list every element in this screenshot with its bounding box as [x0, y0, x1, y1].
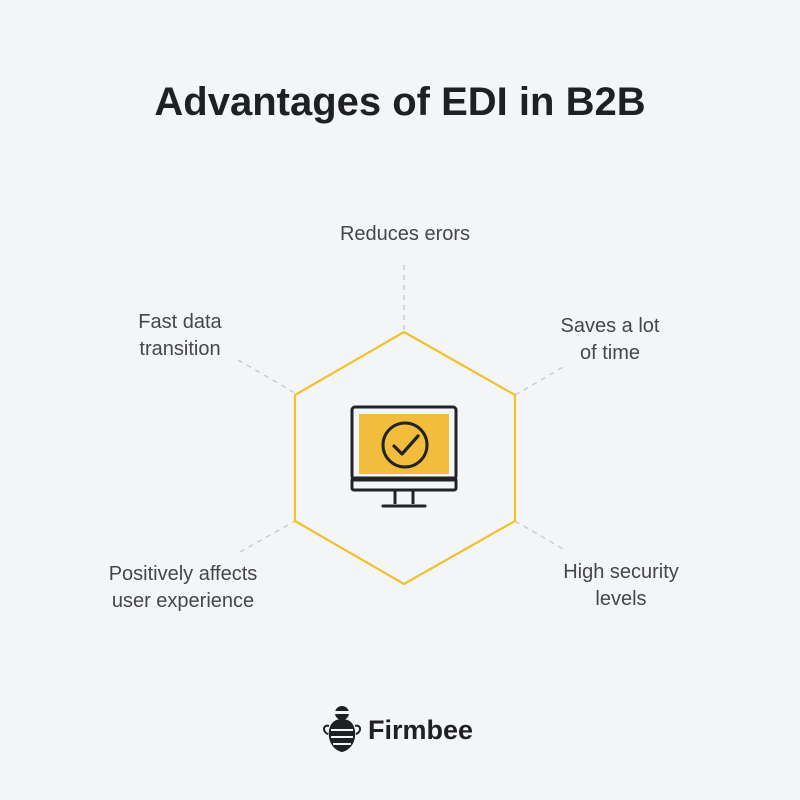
advantage-user-experience: Positively affects user experience [108, 563, 258, 612]
monitor-checkmark-icon [350, 405, 458, 508]
advantage-reduces-errors: Reduces erors [339, 223, 471, 245]
advantage-saves-time: Saves a lot of time [560, 315, 660, 364]
connector-bottom-right [514, 520, 566, 551]
advantage-high-security: High security levels [563, 561, 679, 610]
advantage-fast-data-transition: Fast data transition [138, 311, 222, 360]
page-title: Advantages of EDI in B2B [154, 80, 646, 124]
brand-name: Firmbee [368, 715, 474, 745]
connector-top-right [514, 365, 566, 396]
hexagon-frame [293, 330, 517, 586]
brand-logo: Firmbee [322, 704, 482, 754]
bee-icon [323, 706, 361, 752]
connector-top-left [237, 359, 296, 394]
connector-bottom-left [239, 520, 296, 553]
